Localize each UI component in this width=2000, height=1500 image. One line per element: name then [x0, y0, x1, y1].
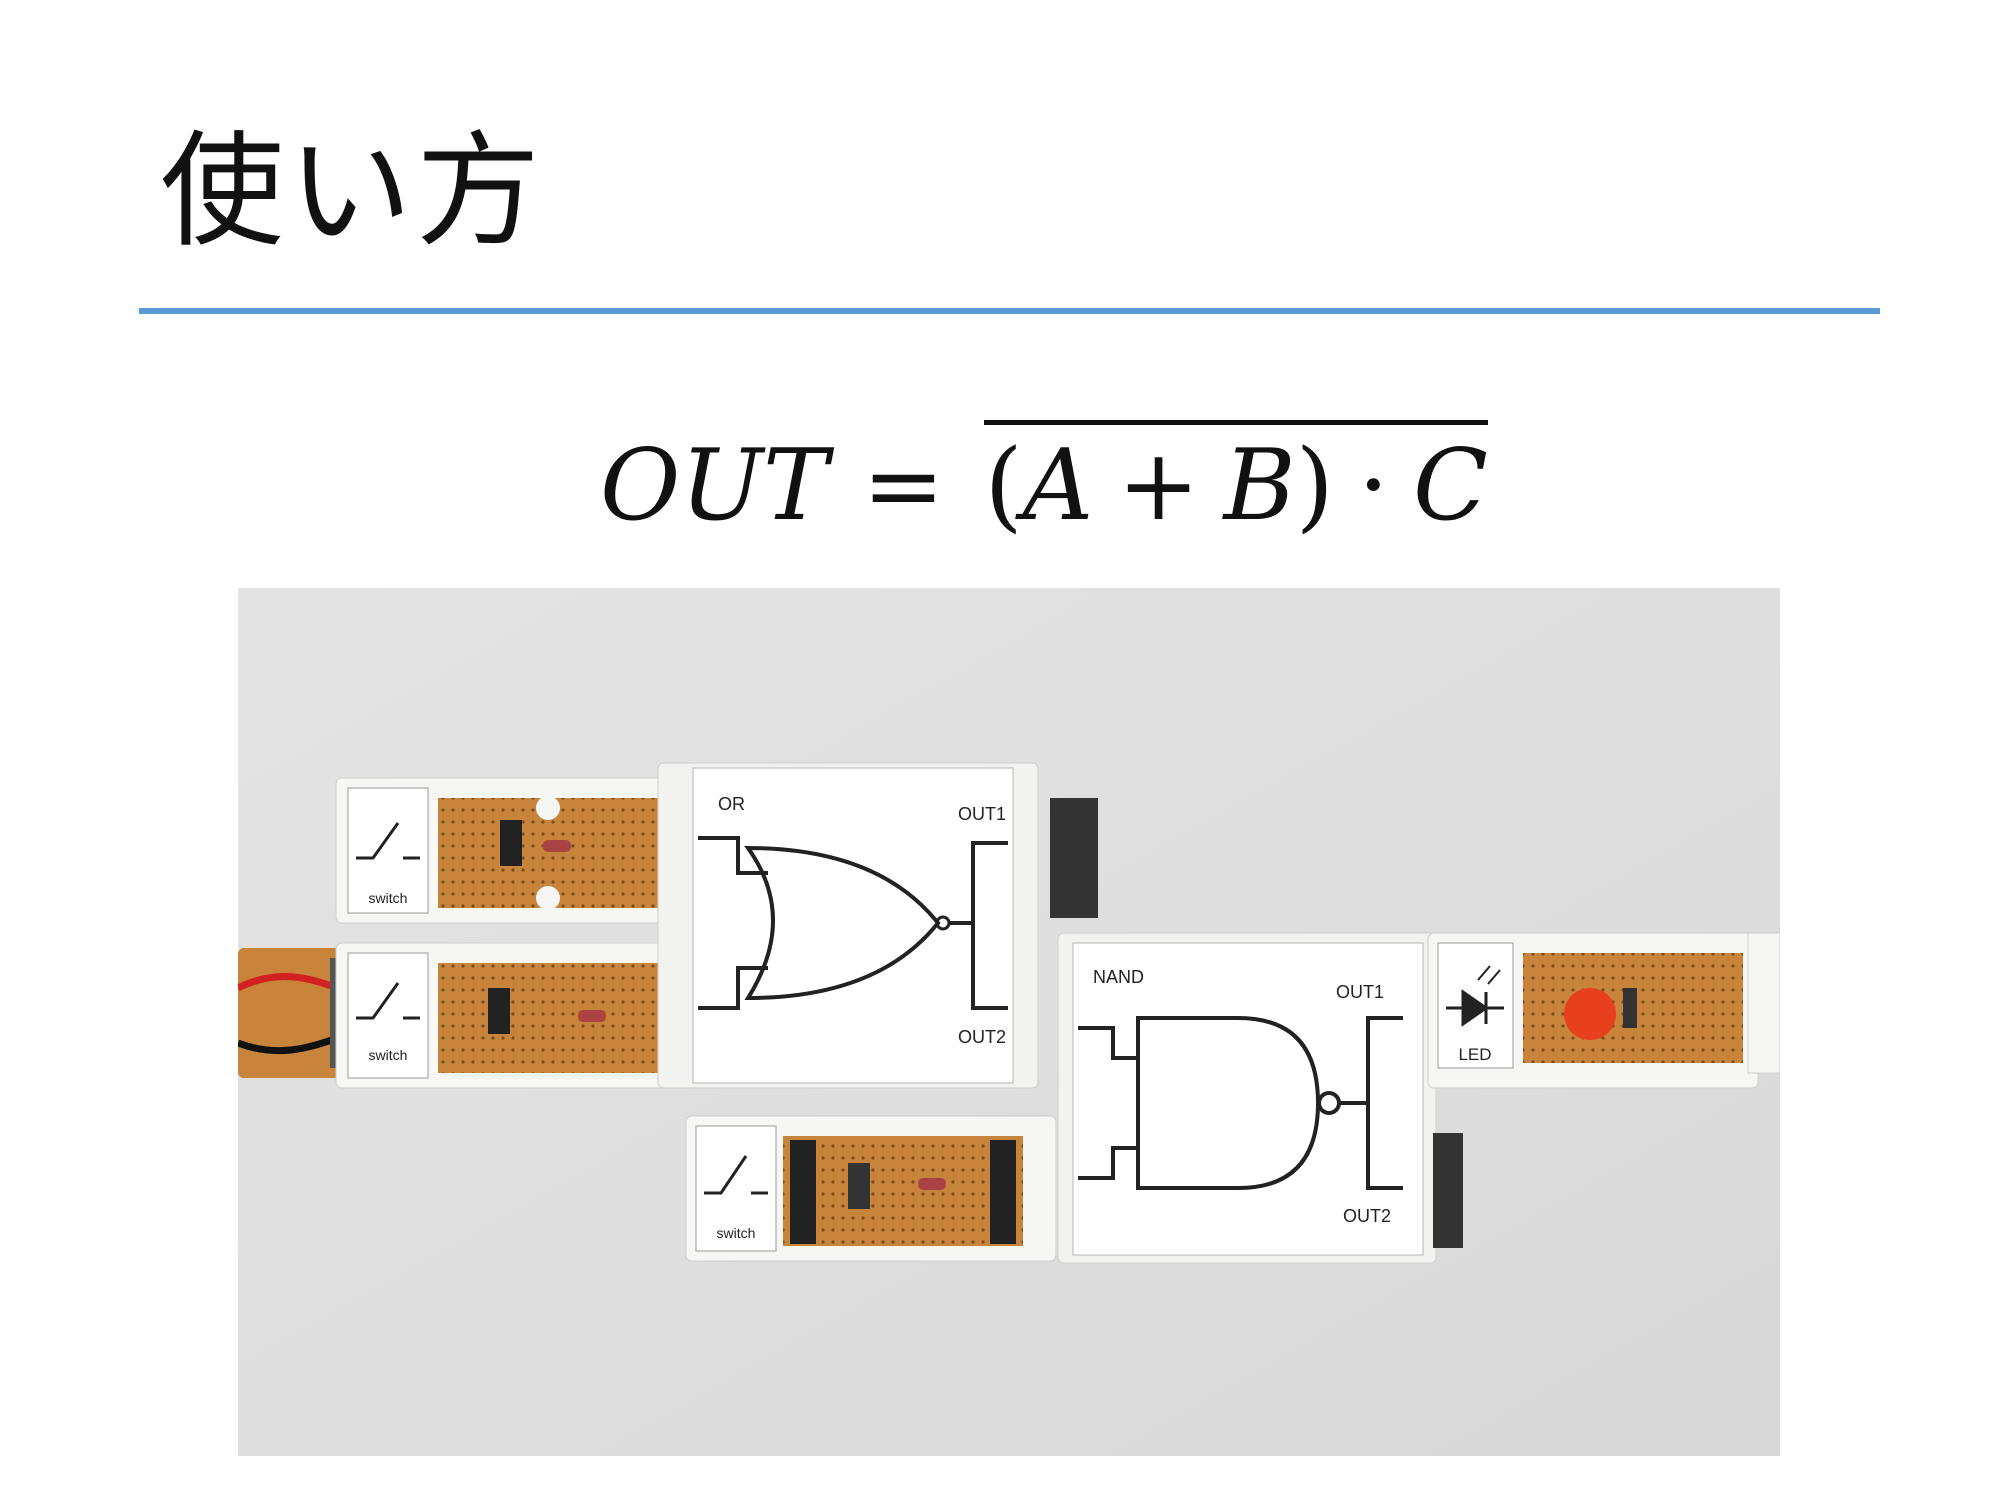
switch-module-1: switch [335, 777, 677, 924]
formula-open-paren: ( [984, 429, 1023, 543]
formula-close-paren: ) [1295, 429, 1334, 543]
switch-module-2: switch [335, 942, 677, 1089]
formula-dot: · [1357, 429, 1389, 543]
nand-out2-label: OUT2 [1343, 1206, 1391, 1226]
formula-var-b: B [1223, 429, 1296, 543]
or-gate-module: OR OUT1 OUT2 [657, 762, 1098, 1089]
or-out2-label: OUT2 [958, 1027, 1006, 1047]
formula-equals: = [862, 429, 945, 543]
switch-module-3: switch [685, 1115, 1057, 1262]
nand-label: NAND [1093, 967, 1144, 987]
formula-negation-overline: ( A + B ) · C [984, 420, 1488, 543]
formula-var-a: A [1022, 429, 1094, 543]
led-module: LED [1427, 932, 1759, 1089]
or-label: OR [718, 794, 745, 814]
led-label: LED [1458, 1045, 1491, 1064]
boolean-formula: OUT = ( A + B ) · C [600, 420, 1488, 543]
title-divider [139, 308, 1880, 314]
formula-var-c: C [1413, 429, 1488, 543]
slide-title: 使い方 [160, 120, 545, 264]
power-board [238, 948, 348, 1078]
formula-lhs: OUT [600, 429, 829, 543]
switch2-label: switch [369, 1047, 408, 1063]
formula-plus: + [1117, 429, 1200, 543]
edge-module [1747, 932, 1780, 1074]
nand-out1-label: OUT1 [1336, 982, 1384, 1002]
switch3-label: switch [717, 1225, 756, 1241]
circuit-photo: switch switch OR OUT1 OUT2 switch [238, 588, 1780, 1456]
switch1-label: switch [369, 890, 408, 906]
nand-gate-module: NAND OUT1 OUT2 [1057, 932, 1463, 1264]
or-out1-label: OUT1 [958, 804, 1006, 824]
